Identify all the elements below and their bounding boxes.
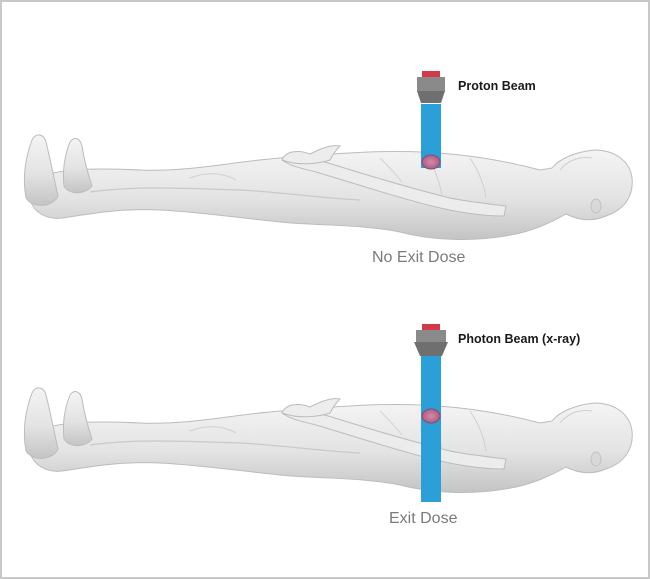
photon-tumor xyxy=(422,409,440,423)
proton-beam-label: Proton Beam xyxy=(458,79,536,93)
photon-beam-label: Photon Beam (x-ray) xyxy=(458,332,580,346)
proton-panel xyxy=(24,71,632,239)
proton-tumor xyxy=(422,155,440,169)
proton-nozzle-icon xyxy=(417,71,445,103)
photon-nozzle-icon xyxy=(414,324,448,356)
photon-beam xyxy=(421,356,441,502)
patient-figure-bottom xyxy=(24,388,632,493)
no-exit-dose-label: No Exit Dose xyxy=(372,249,465,267)
patient-figure-top xyxy=(24,135,632,240)
exit-dose-label: Exit Dose xyxy=(389,510,457,528)
photon-panel xyxy=(24,324,632,502)
